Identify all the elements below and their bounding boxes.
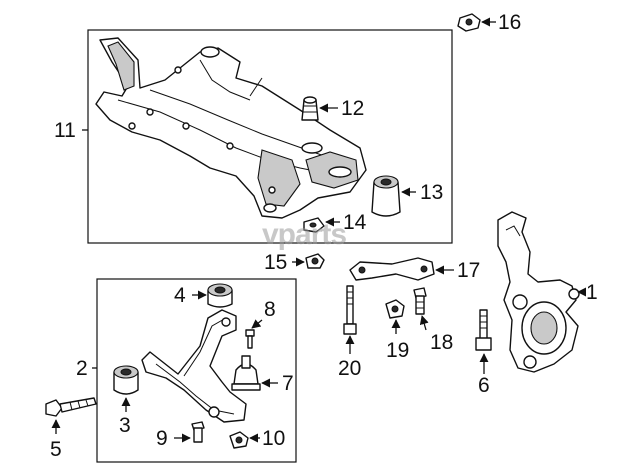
leader-lines [51, 17, 587, 443]
callout-7[interactable]: 7 [282, 372, 294, 395]
flange-nut-icon[interactable] [305, 253, 325, 269]
bolt-icon[interactable] [45, 397, 97, 417]
flange-nut-icon[interactable] [385, 299, 405, 319]
lower-arm-group-box [96, 278, 297, 463]
knuckle-icon[interactable] [497, 211, 580, 373]
watermark: vparts [262, 218, 346, 251]
callout-3[interactable]: 3 [119, 414, 131, 437]
callout-14[interactable]: 14 [343, 211, 367, 234]
callout-1[interactable]: 1 [586, 281, 598, 304]
callout-5[interactable]: 5 [50, 438, 62, 461]
crossmember-group-box [87, 29, 453, 244]
callout-20[interactable]: 20 [338, 357, 361, 380]
lower-arm-icon[interactable] [141, 309, 247, 423]
callout-labels: 1 2 3 4 5 6 7 8 9 10 11 12 13 14 15 16 1… [50, 11, 598, 461]
long-bolt-icon[interactable] [343, 285, 357, 335]
mount-bushing-icon[interactable] [371, 175, 401, 217]
callout-16[interactable]: 16 [498, 11, 521, 34]
flange-nut-icon[interactable] [457, 13, 481, 32]
callout-8[interactable]: 8 [264, 298, 276, 321]
callout-10[interactable]: 10 [262, 427, 285, 450]
callout-6[interactable]: 6 [478, 374, 490, 397]
callout-4[interactable]: 4 [174, 284, 186, 307]
callout-9[interactable]: 9 [156, 427, 168, 450]
bump-stop-icon[interactable] [301, 96, 319, 121]
bushing-icon[interactable] [207, 283, 233, 308]
callout-11[interactable]: 11 [54, 119, 76, 142]
bracket-icon[interactable] [349, 257, 435, 281]
bolt-icon[interactable] [413, 287, 427, 315]
crossmember-icon[interactable] [95, 37, 367, 219]
callout-19[interactable]: 19 [386, 339, 409, 362]
nut-icon[interactable] [303, 217, 325, 233]
ball-joint-icon[interactable] [231, 355, 261, 391]
bolt-icon[interactable] [245, 329, 255, 349]
callout-13[interactable]: 13 [420, 181, 443, 204]
callout-15[interactable]: 15 [264, 251, 287, 274]
callout-12[interactable]: 12 [341, 97, 364, 120]
bushing-icon[interactable] [113, 365, 139, 395]
callout-2[interactable]: 2 [76, 357, 88, 380]
long-bolt-icon[interactable] [475, 309, 492, 351]
bolt-icon[interactable] [191, 421, 205, 443]
callout-18[interactable]: 18 [430, 331, 453, 354]
flange-nut-icon[interactable] [229, 431, 249, 449]
callout-17[interactable]: 17 [457, 259, 480, 282]
